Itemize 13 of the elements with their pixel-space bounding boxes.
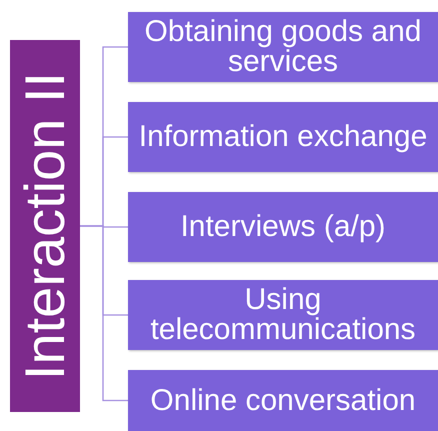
connector-line	[80, 225, 128, 402]
topic-label: Online conversation	[150, 386, 416, 416]
topic-box	[128, 12, 438, 82]
topic-box	[128, 102, 438, 172]
topic-label: Information exchange	[138, 122, 428, 152]
topic-label: Obtaining goods and services	[144, 17, 422, 77]
topic-box	[128, 370, 438, 431]
category-box	[10, 40, 80, 412]
topic-label: Interviews (a/p)	[180, 212, 386, 242]
topic-box	[128, 280, 438, 350]
topic-box	[128, 192, 438, 262]
category-title: Interaction II	[15, 72, 75, 380]
topic-label: Using telecommunications	[149, 285, 417, 345]
